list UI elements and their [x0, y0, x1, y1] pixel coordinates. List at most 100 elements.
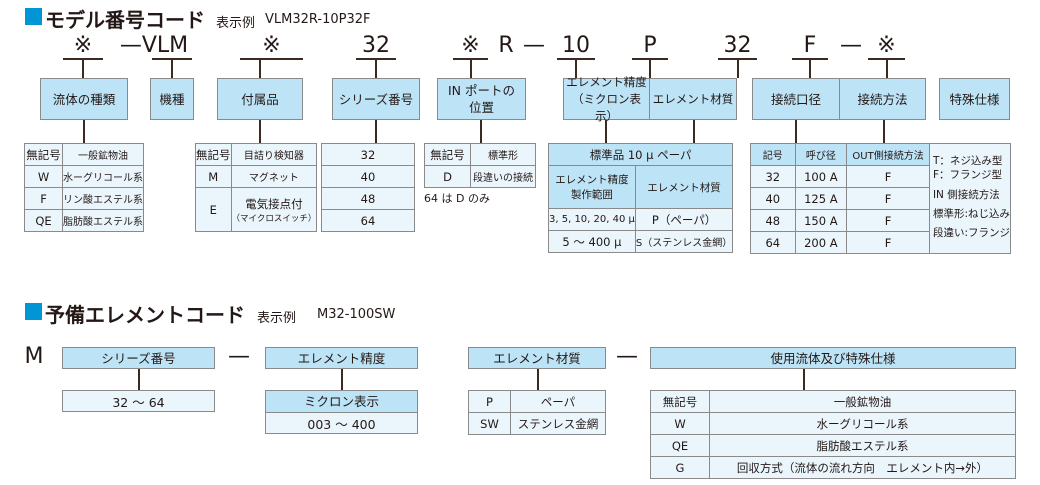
desc-sub: （マイクロスイッチ）: [231, 213, 317, 224]
spare-series-box: シリーズ番号: [62, 347, 215, 369]
table-row: 40: [321, 165, 415, 188]
code-cell: 無記号: [195, 143, 232, 166]
code-cell: P: [468, 390, 511, 413]
desc-cell: 目詰り検知器: [230, 143, 318, 166]
code-cell: 無記号: [650, 390, 710, 413]
connector: [375, 120, 377, 143]
connector: [138, 369, 140, 390]
table-row: 48: [321, 187, 415, 210]
desc-cell: 水ーグリコール系: [709, 412, 1016, 435]
note-line: 段違い:フランジ: [932, 227, 1010, 239]
table-row: 無記号目詰り検知器: [195, 143, 318, 166]
code-cell: D: [424, 165, 471, 188]
section-marker-icon: [25, 303, 42, 320]
spare-precision-box: エレメント精度: [265, 347, 418, 369]
desc-cell: 標準形: [470, 143, 536, 166]
note-line: IN 側接続方法: [932, 189, 1000, 201]
spare-precision-sub: ミクロン表示: [265, 390, 418, 413]
code-segment: ※: [262, 33, 281, 58]
dash: —: [228, 344, 250, 369]
example-code: M32-100SW: [317, 307, 396, 322]
material-header: エレメント材質: [634, 165, 734, 209]
precision-cell: 3, 5, 10, 20, 40 μ: [548, 208, 636, 231]
example-label: 表示例: [257, 311, 297, 326]
underline: [240, 58, 303, 60]
precision-range-header: エレメント精度製作範囲: [548, 165, 636, 209]
code-segment: 10: [562, 33, 590, 58]
in-port-box: IN ポートの 位置: [437, 78, 526, 120]
code-segment: —VLM: [119, 33, 189, 58]
size-cell: 150 A: [794, 209, 848, 232]
code-segment: F: [803, 33, 817, 58]
code-segment: ※: [461, 33, 480, 58]
connector: [480, 120, 482, 143]
size-cell: 200 A: [794, 231, 848, 254]
code-segment: 32: [723, 33, 752, 58]
code-segment: R: [498, 33, 514, 58]
connector: [886, 58, 888, 78]
series-cell: 40: [321, 165, 415, 188]
desc-cell: マグネット: [230, 165, 318, 188]
precision-box: エレメント精度 （ミクロン表示）: [563, 75, 650, 123]
connector: [649, 58, 651, 78]
desc-cell: 脂肪酸エステル系: [62, 209, 144, 232]
material-cell: S（ステンレス金網）: [634, 230, 734, 253]
connector: [470, 58, 472, 78]
desc-cell: リン酸エステル系: [62, 187, 144, 210]
header-line: 製作範囲: [570, 189, 613, 201]
method-box: 接続方法: [839, 78, 926, 120]
connector: [375, 58, 377, 78]
desc-cell: 一般鉱物油: [62, 143, 144, 166]
in-port-note: 64 は D のみ: [424, 192, 490, 205]
method-cell: F: [846, 187, 930, 210]
connector: [693, 120, 695, 143]
connector: [83, 120, 85, 143]
connector: [605, 120, 607, 143]
prefix-m: M: [24, 344, 44, 369]
code-segment: ※: [73, 33, 93, 58]
connector: [809, 58, 811, 78]
bore-box: 接続口径: [752, 78, 840, 120]
desc-cell: 水ーグリコール系: [62, 165, 144, 188]
code-cell: F: [24, 187, 63, 210]
desc-cell: ペーパ: [510, 390, 606, 413]
table-row: 無記号一般鉱物油: [24, 143, 144, 166]
table-row: 無記号標準形: [424, 143, 536, 166]
connector: [537, 369, 539, 390]
code-cell: 48: [750, 209, 796, 232]
table-row: 64: [321, 209, 415, 232]
in-port-label-1: IN ポートの: [447, 83, 515, 98]
code-cell: QE: [24, 209, 63, 232]
spare-fluid-box: 使用流体及び特殊仕様: [650, 347, 1016, 369]
code-cell: QE: [650, 434, 710, 457]
method-cell: F: [846, 165, 930, 188]
code-cell: 32: [750, 165, 796, 188]
code-cell: M: [195, 165, 232, 188]
code-cell: 40: [750, 187, 796, 210]
method-cell: F: [846, 209, 930, 232]
precision-cell: 5 ～ 400 μ: [548, 230, 636, 253]
connector: [341, 369, 343, 390]
connector: [259, 120, 261, 143]
code-segment: —: [840, 33, 862, 58]
code-segment: P: [643, 33, 657, 58]
model-box: 機種: [150, 78, 194, 120]
desc-main: 電気接点付: [245, 196, 303, 211]
dash: —: [616, 344, 638, 369]
desc-cell: 電気接点付 （マイクロスイッチ）: [230, 187, 318, 232]
accessory-box: 付属品: [217, 78, 303, 120]
element-table: 標準品 10 μ ペーパ エレメント精度製作範囲エレメント材質 3, 5, 10…: [547, 143, 734, 253]
section-marker-icon: [25, 8, 42, 25]
